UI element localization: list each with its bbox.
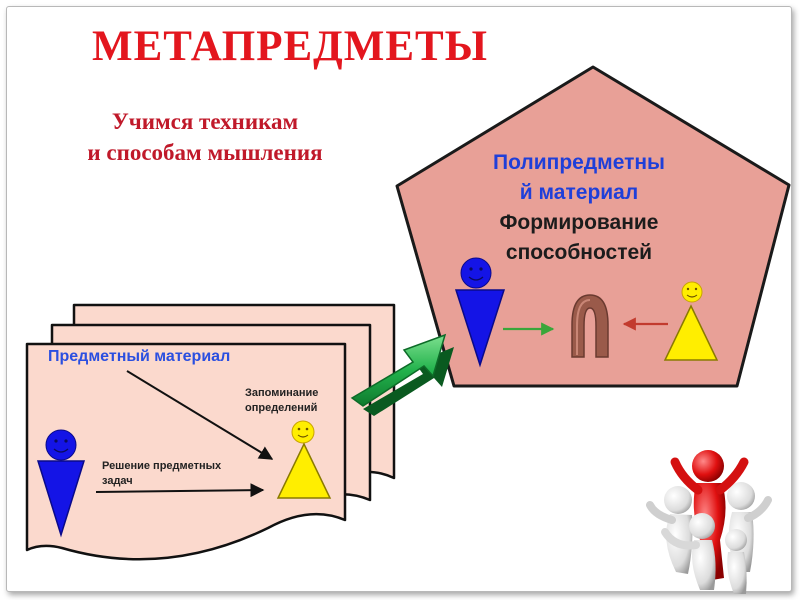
blue-person-icon bbox=[454, 257, 506, 368]
memorize-line-1: Запоминание bbox=[245, 387, 319, 399]
subtitle-line-2: и способам мышления bbox=[87, 140, 323, 165]
pentagon-line-4: способностей bbox=[505, 241, 653, 264]
yellow-person-icon bbox=[276, 420, 332, 499]
green-arrow-icon bbox=[350, 333, 454, 416]
card-front bbox=[25, 342, 347, 561]
arrow-to-solve bbox=[95, 483, 265, 498]
arch-icon bbox=[571, 294, 609, 358]
memorize-label: Запоминание определений bbox=[245, 386, 318, 416]
subject-card-title: Предметный материал bbox=[48, 348, 231, 365]
cheering-people-icon bbox=[646, 450, 772, 594]
blue-person-icon bbox=[36, 429, 86, 538]
subtitle-line-1: Учимся техникам bbox=[111, 109, 299, 134]
solve-line-1: Решение предметных bbox=[102, 460, 222, 472]
page-title: МЕТАПРЕДМЕТЫ bbox=[92, 23, 488, 70]
yellow-person-icon bbox=[663, 281, 719, 361]
pentagon-text: Полипредметны й материал Формирование сп… bbox=[466, 148, 692, 268]
solve-line-2: задач bbox=[102, 475, 133, 487]
subtitle: Учимся техникам и способам мышления bbox=[40, 106, 370, 168]
pentagon-line-3: Формирование bbox=[499, 211, 659, 234]
solve-label: Решение предметных задач bbox=[102, 459, 221, 489]
pentagon-line-2: й материал bbox=[519, 181, 639, 204]
pentagon-line-1: Полипредметны bbox=[492, 151, 665, 174]
memorize-line-2: определений bbox=[245, 402, 318, 414]
arrow-to-memorize bbox=[126, 370, 274, 460]
